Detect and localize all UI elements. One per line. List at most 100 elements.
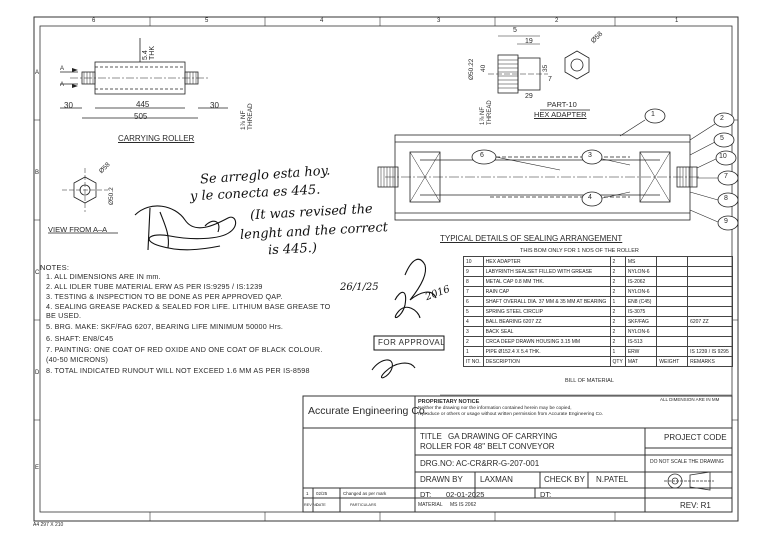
bom-cell: 1 bbox=[609, 346, 626, 357]
material-label: MATERIAL bbox=[418, 502, 443, 508]
balloon-10: 10 bbox=[719, 153, 727, 160]
bom-header-cell: WEIGHT bbox=[656, 356, 689, 367]
carrying-roller-drawing bbox=[60, 38, 228, 119]
grid-col-4: 4 bbox=[320, 18, 324, 24]
bom-cell: NYLON-6 bbox=[624, 326, 658, 337]
projection-symbol-icon bbox=[664, 471, 714, 491]
balloon-2: 2 bbox=[720, 115, 724, 122]
notice-body-1: Neither the drawing nor the information … bbox=[418, 406, 572, 411]
for-approval-stamp: FOR APPROVAL bbox=[378, 338, 446, 347]
handwritten-date-1: 26/1/25 bbox=[340, 282, 379, 293]
hex-adapter-drawing bbox=[488, 35, 590, 111]
grid-row-a: A bbox=[35, 70, 40, 76]
bom-header-cell: QTY bbox=[609, 356, 626, 367]
balloon-1: 1 bbox=[651, 111, 655, 118]
check-by-name: N.PATEL bbox=[596, 475, 629, 484]
dim-30-right: 30 bbox=[210, 101, 219, 110]
grid-row-b: B bbox=[35, 170, 40, 176]
balloon-5: 5 bbox=[720, 135, 724, 142]
bom-cell: BALL BEARING 6207 ZZ bbox=[482, 316, 611, 327]
rev-no-label: REV NO bbox=[304, 503, 319, 507]
bom-cell: 1 bbox=[609, 296, 626, 307]
bom-cell: 6 bbox=[463, 296, 484, 307]
hex-part-no: PART-10 bbox=[547, 100, 577, 109]
bom-cell: 2 bbox=[463, 336, 484, 347]
carrying-roller-label: CARRYING ROLLER bbox=[118, 134, 195, 143]
handwritten-line-5: is 445.) bbox=[267, 240, 318, 259]
bom-header-cell: REMARKS bbox=[687, 356, 733, 367]
drawn-by-label: DRAWN BY bbox=[420, 475, 463, 484]
bom-cell: EN8 (C45) bbox=[624, 296, 658, 307]
hex-dim-35: 35 bbox=[542, 64, 549, 72]
bom-cell bbox=[656, 336, 689, 347]
all-dims-note: ALL DIMENSION ARE IN MM bbox=[660, 397, 720, 402]
rev-row-date: 02/25 bbox=[316, 491, 328, 496]
title-line-1: GA DRAWING OF CARRYING bbox=[448, 432, 558, 441]
sealing-arrangement-drawing bbox=[377, 119, 719, 223]
balloon-8: 8 bbox=[724, 195, 728, 202]
bom-cell: SPRING STEEL CIRCLIP bbox=[482, 306, 611, 317]
bom-heading: TYPICAL DETAILS OF SEALING ARRANGEMENT bbox=[440, 234, 623, 243]
signature-1 bbox=[134, 205, 237, 251]
balloon-4: 4 bbox=[588, 194, 592, 201]
balloon-3: 3 bbox=[588, 152, 592, 159]
note-3: 3. TESTING & INSPECTION TO BE DONE AS PE… bbox=[46, 292, 283, 301]
bom-cell: 9 bbox=[463, 266, 484, 277]
hex-adapter-label: HEX ADAPTER bbox=[534, 110, 587, 119]
bom-cell bbox=[687, 276, 733, 287]
bom-cell: IS-2062 bbox=[624, 276, 658, 287]
note-7: 7. PAINTING: ONE COAT OF RED OXIDE AND O… bbox=[46, 345, 323, 354]
bom-header-cell: IT NO. bbox=[463, 356, 484, 367]
note-6: 6. SHAFT: EN8/C45 bbox=[46, 334, 114, 343]
bom-cell: 6207 ZZ bbox=[687, 316, 733, 327]
bom-cell: SKF/FAG bbox=[624, 316, 658, 327]
date-label-2: DT: bbox=[540, 490, 552, 499]
grid-row-c: C bbox=[35, 270, 40, 276]
drawing-number: DRG.NO: AC-CR&RR-G-207-001 bbox=[420, 459, 540, 468]
bom-cell: 2 bbox=[609, 316, 626, 327]
title-label: TITLE bbox=[420, 432, 442, 441]
notes-title: NOTES: bbox=[40, 263, 70, 272]
note-8: 8. TOTAL INDICATED RUNOUT WILL NOT EXCEE… bbox=[46, 366, 310, 375]
sheet-ref: A4 297 X 210 bbox=[33, 522, 64, 528]
bom-cell: METAL CAP 0.8 MM THK. bbox=[482, 276, 611, 287]
bom-cell: NYLON-6 bbox=[624, 286, 658, 297]
bom-cell bbox=[687, 306, 733, 317]
bom-cell: IS-513 bbox=[624, 336, 658, 347]
note-7-cont: (40-50 MICRONS) bbox=[46, 355, 109, 364]
bom-cell bbox=[687, 336, 733, 347]
bom-cell: PIPE Ø152.4 X 5.4 THK. bbox=[482, 346, 611, 357]
grid-col-1: 1 bbox=[675, 18, 679, 24]
bom-cell: 4 bbox=[463, 316, 484, 327]
grid-col-6: 6 bbox=[92, 18, 96, 24]
bom-cell bbox=[656, 286, 689, 297]
bom-cell: 2 bbox=[609, 266, 626, 277]
hex-dim-19: 19 bbox=[525, 38, 533, 45]
notice-title: PROPRIETARY NOTICE bbox=[418, 399, 480, 405]
bom-cell bbox=[687, 256, 733, 267]
bom-cell: 2 bbox=[609, 336, 626, 347]
section-a-bottom: A bbox=[60, 82, 65, 88]
material-value: MS IS 2062 bbox=[450, 502, 477, 508]
note-5: 5. BRG. MAKE: SKF/FAG 6207, BEARING LIFE… bbox=[46, 322, 284, 331]
bom-cell: ERW bbox=[624, 346, 658, 357]
bom-cell bbox=[687, 286, 733, 297]
hex-dim-7: 7 bbox=[548, 76, 552, 83]
bom-cell bbox=[656, 296, 689, 307]
bom-cell: IS 1239 / IS 9295 bbox=[687, 346, 733, 357]
revision: REV: R1 bbox=[680, 501, 711, 510]
grid-row-e: E bbox=[35, 465, 40, 471]
bom-cell: 2 bbox=[609, 256, 626, 267]
rev-particulars-label: PARTICULARS bbox=[350, 503, 377, 507]
hex-dim-5022: Ø50.22 bbox=[468, 58, 475, 80]
balloon-7: 7 bbox=[724, 173, 728, 180]
company-name: Accurate Engineering Co. bbox=[308, 405, 428, 417]
